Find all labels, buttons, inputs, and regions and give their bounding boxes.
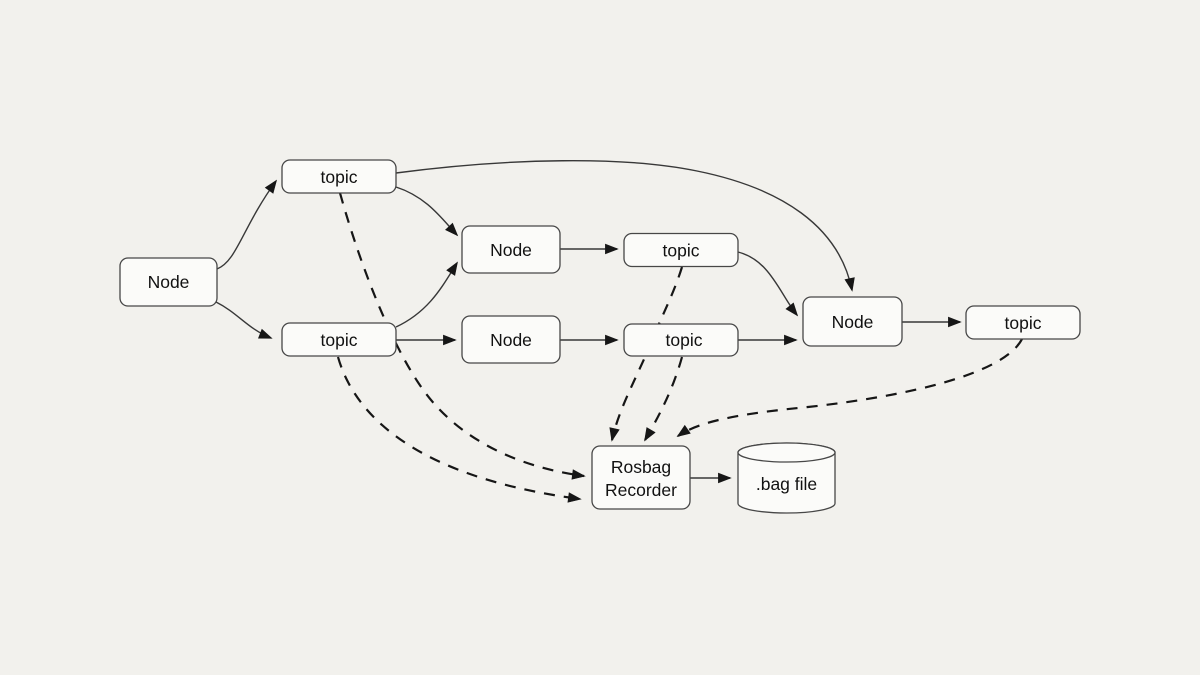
node-mid-top-box xyxy=(461,225,561,274)
edge-topictop-to-nodemidtop xyxy=(395,186,459,237)
node-right-box xyxy=(802,296,903,347)
dashed-edge-topicmidtop-to-recorder xyxy=(609,266,684,442)
edge-topicmidtop-to-noderight xyxy=(737,251,799,317)
topic-top-label: topic xyxy=(321,167,358,187)
topic-mid-left: topic xyxy=(281,322,397,357)
edge-nodeleft-to-topictop xyxy=(216,179,278,270)
bag-file-cylinder-top xyxy=(737,442,836,463)
node-left: Node xyxy=(119,257,218,307)
topic-mid-left-label: topic xyxy=(321,330,358,350)
node-left-label: Node xyxy=(148,272,190,292)
rosbag-recorder: Rosbag Recorder xyxy=(591,445,691,510)
topic-top-box xyxy=(281,159,397,194)
node-mid-top: Node xyxy=(461,225,561,274)
bag-file-cylinder: .bag file xyxy=(737,442,836,514)
topic-top: topic xyxy=(281,159,397,194)
node-mid-bottom-label: Node xyxy=(490,330,532,350)
node-mid-top-label: Node xyxy=(490,240,532,260)
topic-mid-bottom-label: topic xyxy=(666,330,703,350)
topic-right-label: topic xyxy=(1005,313,1042,333)
dashed-edges xyxy=(336,192,1023,503)
node-right-label: Node xyxy=(832,312,874,332)
rosbag-recorder-label-line1: Rosbag xyxy=(611,457,671,477)
dashed-edge-topicmidbottom-to-recorder xyxy=(644,356,684,442)
node-right: Node xyxy=(802,296,903,347)
node-left-box xyxy=(119,257,218,307)
dashed-edge-topicright-to-recorder xyxy=(676,338,1023,437)
topic-mid-top: topic xyxy=(623,232,739,268)
topic-mid-bottom-box xyxy=(623,323,739,357)
node-mid-bottom: Node xyxy=(461,315,561,364)
topic-right-box xyxy=(965,305,1081,340)
edge-nodeleft-to-topicmidleft xyxy=(215,301,273,339)
dashed-edge-topictop-to-recorder xyxy=(338,192,586,480)
bag-file-label: .bag file xyxy=(756,474,817,494)
solid-edges xyxy=(215,160,962,484)
dashed-edge-topicmidleft-to-recorder xyxy=(336,356,582,503)
topic-right: topic xyxy=(965,305,1081,340)
topic-mid-top-label: topic xyxy=(663,241,700,261)
edge-topictop-to-noderight-top xyxy=(395,160,855,292)
rosbag-recorder-box xyxy=(591,445,691,510)
topic-mid-left-box xyxy=(281,322,397,357)
topic-mid-bottom: topic xyxy=(623,323,739,357)
rosbag-recorder-label-line2: Recorder xyxy=(605,480,677,500)
edge-topicmidleft-to-nodemidtop xyxy=(395,261,458,328)
topic-mid-top-box xyxy=(623,232,739,268)
node-mid-bottom-box xyxy=(461,315,561,364)
